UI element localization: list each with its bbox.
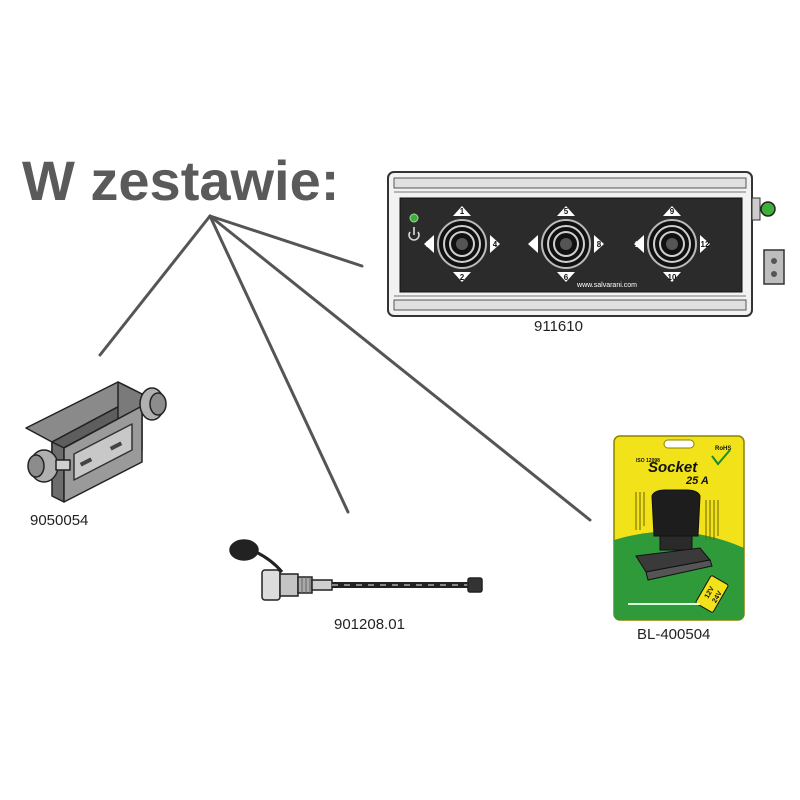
button-number: 1 — [460, 207, 465, 216]
rohs-check-icon — [711, 449, 731, 466]
socket-pack-code: BL-400504 — [637, 626, 711, 643]
button-number: 9 — [670, 207, 675, 216]
iso-label: ISO 12098 — [636, 458, 660, 464]
leader-line-socket — [208, 214, 592, 522]
website-label: www.salvarani.com — [576, 282, 637, 289]
leader-line-bracket — [98, 214, 212, 357]
control-box-unit: 1 2 3 4 5 6 7 8 9 10 11 12 www.salvarani… — [387, 171, 785, 317]
button-number: 4 — [493, 240, 498, 249]
cable-unit — [229, 539, 483, 601]
button-number: 6 — [564, 273, 569, 282]
button-number: 10 — [668, 273, 677, 282]
product-name: Socket — [648, 459, 698, 476]
page-heading: W zestawie: — [22, 149, 340, 212]
leader-lines — [98, 214, 592, 522]
joystick-1 — [424, 206, 500, 282]
button-number: 3 — [426, 240, 431, 249]
joystick-3 — [634, 206, 710, 282]
button-number: 2 — [460, 273, 465, 282]
socket-pack-unit: ISO 12098 RoHS Socket 25 A 12V 24V — [613, 435, 745, 621]
cable-plug — [467, 577, 483, 593]
product-rating: 25 A — [685, 475, 709, 487]
status-led — [409, 213, 419, 223]
voltage-badge: 12V 24V — [695, 575, 729, 613]
rohs-label: RoHS — [715, 446, 731, 452]
button-number: 12 — [701, 240, 710, 249]
button-number: 7 — [531, 240, 536, 249]
leader-line-cable — [208, 214, 350, 514]
cable-code: 901208.01 — [334, 616, 405, 633]
button-number: 8 — [597, 240, 602, 249]
cable-cap — [229, 539, 259, 561]
bracket-code: 9050054 — [30, 512, 89, 529]
button-number: 5 — [564, 207, 569, 216]
button-number: 11 — [635, 240, 644, 249]
control-box-code: 911610 — [534, 318, 583, 335]
joystick-2 — [528, 206, 604, 282]
side-connector — [760, 201, 776, 217]
power-icon — [408, 227, 420, 241]
leader-line-control-box — [208, 214, 364, 268]
socket-drawing — [635, 489, 713, 581]
bracket-unit — [25, 381, 167, 503]
